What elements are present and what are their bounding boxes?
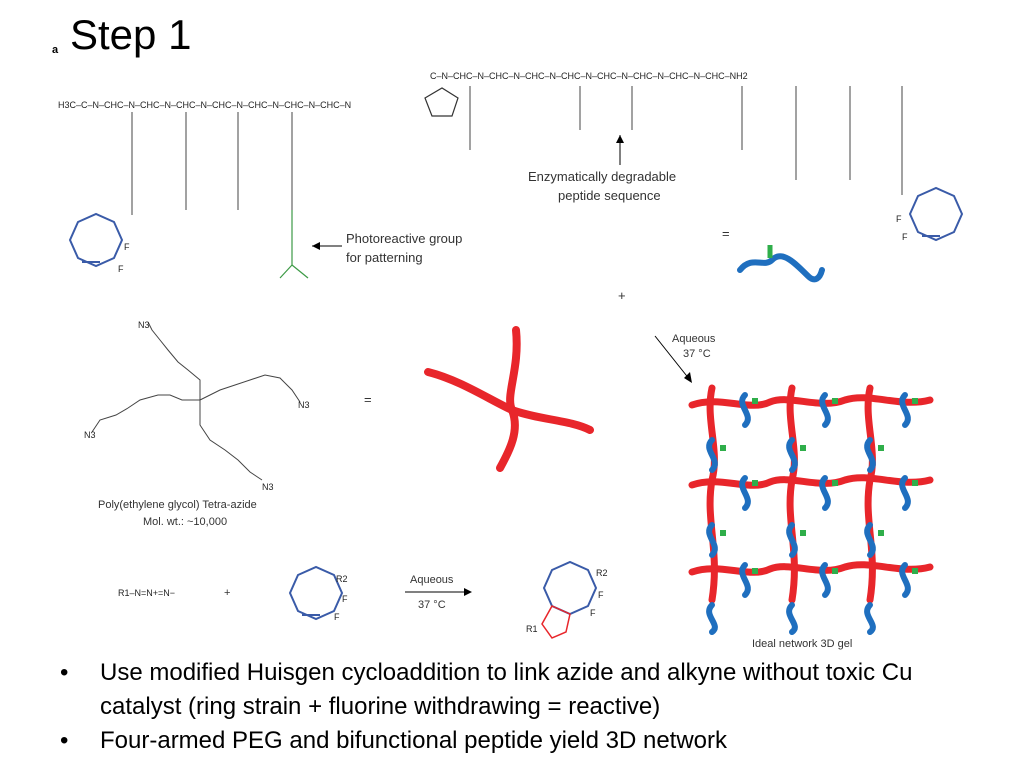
fluorine-label: F bbox=[118, 264, 124, 274]
enzymatic-arrowhead bbox=[616, 135, 624, 143]
azide-label: N3 bbox=[138, 320, 150, 330]
bullet-item: • Four-armed PEG and bifunctional peptid… bbox=[60, 724, 1000, 758]
bullet-list: • Use modified Huisgen cycloaddition to … bbox=[60, 656, 1000, 758]
azide-label: N3 bbox=[298, 400, 310, 410]
fluorine-label: F bbox=[124, 242, 130, 252]
gel-network bbox=[688, 384, 934, 635]
photoreactive-label-line2: for patterning bbox=[346, 250, 423, 265]
azide-formula: R1–N=N+=N− bbox=[118, 588, 175, 598]
aqueous-arrowhead-top bbox=[684, 372, 692, 383]
photoreactive-label-line1: Photoreactive group bbox=[346, 231, 462, 246]
bullet-marker: • bbox=[60, 659, 69, 686]
enzymatic-label-line2: peptide sequence bbox=[558, 188, 661, 203]
plus-sign: + bbox=[618, 288, 626, 303]
fluorine-label: F bbox=[598, 590, 604, 600]
bullet-text: Four-armed PEG and bifunctional peptide … bbox=[100, 727, 727, 754]
side-chains bbox=[131, 86, 903, 215]
temp-label-bottom: 37 °C bbox=[418, 599, 446, 611]
peg-tetra-azide-structure bbox=[91, 321, 301, 481]
aqueous-label-top: Aqueous bbox=[672, 333, 716, 345]
temp-label-top: 37 °C bbox=[683, 348, 711, 360]
slide-title: Step 1 bbox=[70, 11, 192, 58]
enzymatic-label-line1: Enzymatically degradable bbox=[528, 169, 676, 184]
fluorine-label: F bbox=[902, 232, 908, 242]
proline-ring bbox=[424, 87, 459, 117]
cyclooctyne-right: F F bbox=[896, 186, 964, 242]
fluorine-label: F bbox=[342, 594, 348, 604]
aqueous-arrow-top bbox=[654, 335, 691, 381]
photoreactive-arrowhead bbox=[312, 242, 320, 250]
azide-label: N3 bbox=[262, 482, 274, 492]
equals-sign: = bbox=[364, 392, 372, 407]
triazole-product: R2 F F R1 bbox=[526, 560, 608, 639]
bullet-text: Use modified Huisgen cycloaddition to li… bbox=[100, 659, 913, 720]
peg-label-line1: Poly(ethylene glycol) Tetra-azide bbox=[98, 499, 257, 511]
fluorine-label: F bbox=[590, 608, 596, 618]
peptide-cartoon bbox=[737, 253, 825, 283]
peptide-backbone-left: H3C–C–N–CHC–N–CHC–N–CHC–N–CHC–N–CHC–N–CH… bbox=[58, 100, 351, 110]
cyclooctyne-left: F F bbox=[68, 212, 130, 274]
photoreactive-group bbox=[279, 210, 309, 279]
peptide-backbone-right: C–N–CHC–N–CHC–N–CHC–N–CHC–N–CHC–N–CHC–N–… bbox=[430, 71, 748, 81]
peg-label-line2: Mol. wt.: ~10,000 bbox=[143, 516, 227, 528]
azide-label: N3 bbox=[84, 430, 96, 440]
reaction-arrowhead bbox=[464, 588, 472, 596]
plus-sign: + bbox=[224, 587, 230, 599]
bullet-marker: • bbox=[60, 727, 69, 754]
peg-cross-cartoon bbox=[424, 326, 594, 472]
r1-label: R1 bbox=[526, 624, 538, 634]
fluorine-label: F bbox=[896, 214, 902, 224]
chemistry-figure: H3C–C–N–CHC–N–CHC–N–CHC–N–CHC–N–CHC–N–CH… bbox=[58, 71, 964, 650]
aqueous-label-bottom: Aqueous bbox=[410, 574, 454, 586]
bullet-item: • Use modified Huisgen cycloaddition to … bbox=[60, 656, 1000, 724]
fluorine-label: F bbox=[334, 612, 340, 622]
cyclooctyne-reactant: R2 F F bbox=[288, 565, 348, 622]
r2-label: R2 bbox=[596, 568, 608, 578]
r2-label: R2 bbox=[336, 574, 348, 584]
panel-letter: a bbox=[52, 44, 59, 56]
gel-label: Ideal network 3D gel bbox=[752, 638, 852, 650]
equals-sign: = bbox=[722, 226, 730, 241]
